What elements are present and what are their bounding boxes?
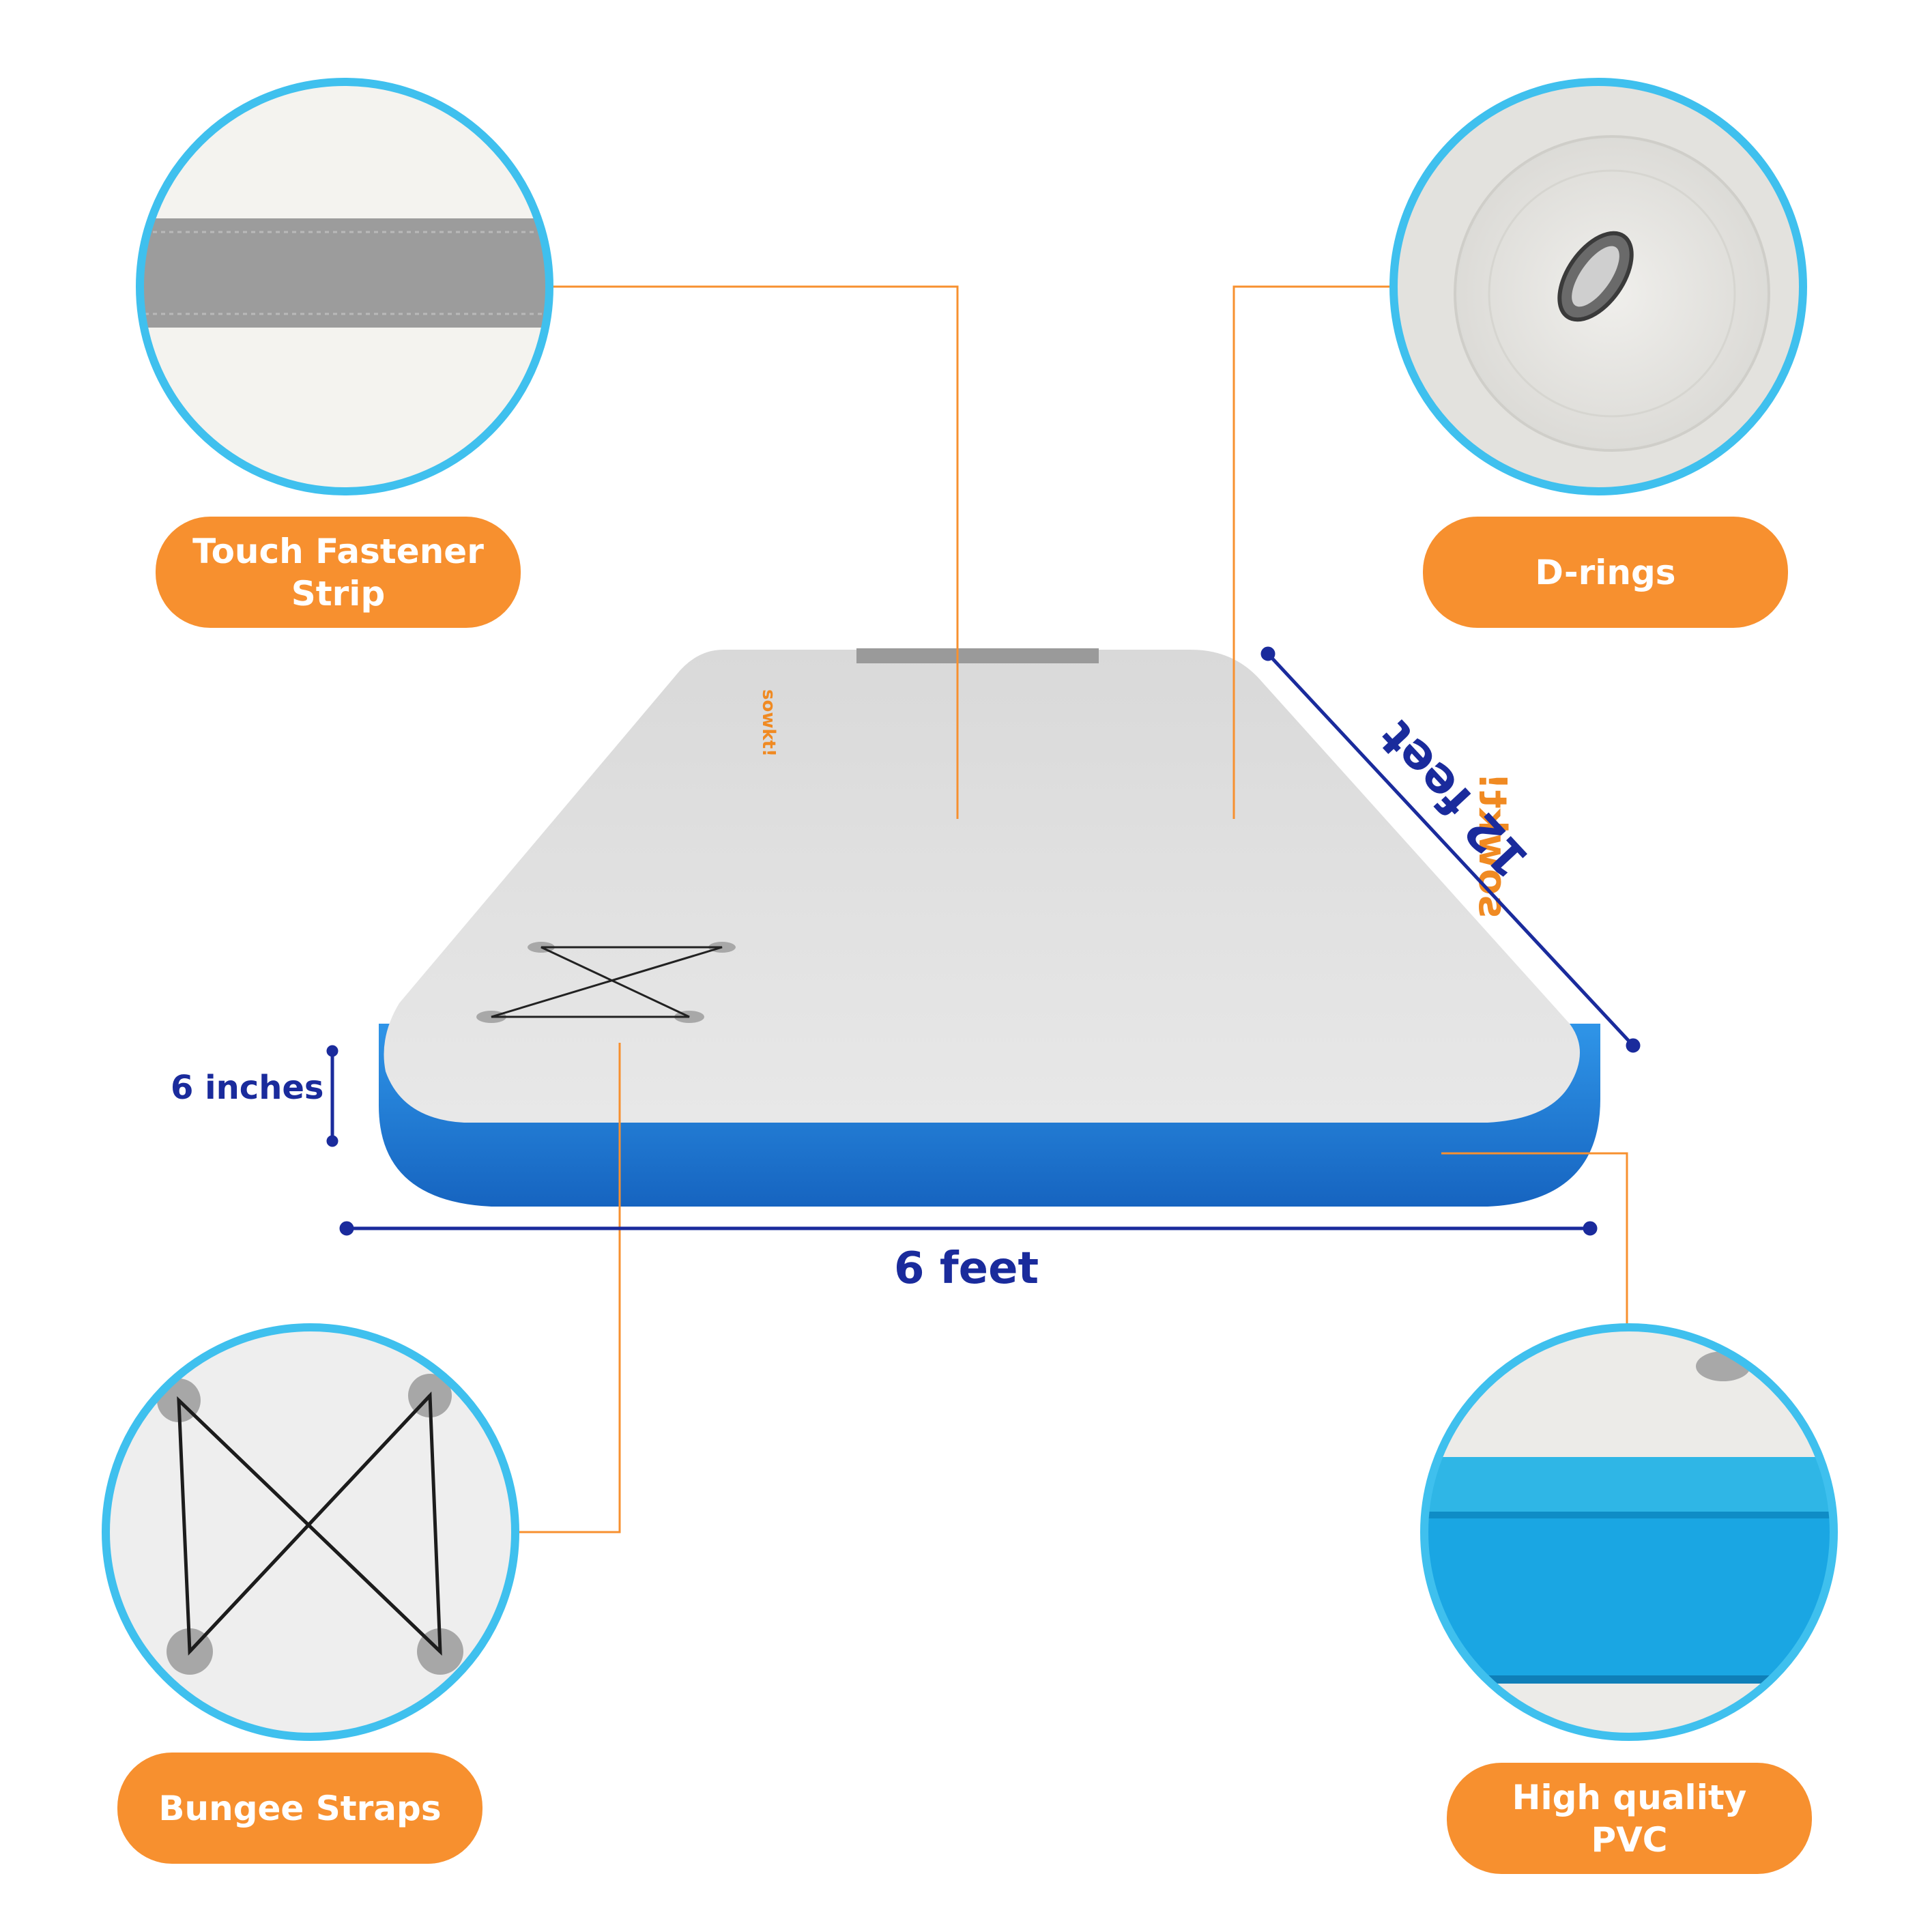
touch-fastener-label: Touch Fastener Strip (156, 517, 521, 628)
gym-mat: sowkt! sowkt! (379, 648, 1600, 1207)
pvc-label: High quality PVC (1447, 1763, 1812, 1874)
mat-fastener-strip (856, 648, 1099, 663)
detail-d-ring (1389, 78, 1807, 495)
touch-fastener-label-line1: Touch Fastener (192, 531, 484, 571)
pvc-label-line1: High quality (1512, 1777, 1747, 1817)
detail-pvc (1420, 1323, 1838, 1741)
detail-bungee-straps (102, 1323, 519, 1741)
mat-bungee-straps (476, 942, 736, 1023)
brand-logo-small: sowkt! (758, 689, 779, 757)
mat-top-surface (384, 650, 1580, 1123)
detail-touch-fastener (136, 78, 553, 495)
bungee-straps-label-text: Bungee Straps (158, 1788, 442, 1828)
dimension-width-label: 6 feet (894, 1243, 1039, 1294)
touch-fastener-label-line2: Strip (291, 573, 386, 614)
d-rings-label-text: D-rings (1535, 552, 1676, 592)
bungee-straps-label: Bungee Straps (117, 1753, 482, 1864)
dimension-lines (326, 646, 1641, 1236)
dimension-thickness-label: 6 inches (171, 1069, 324, 1107)
pvc-label-line2: PVC (1591, 1819, 1668, 1860)
d-rings-label: D-rings (1423, 517, 1788, 628)
